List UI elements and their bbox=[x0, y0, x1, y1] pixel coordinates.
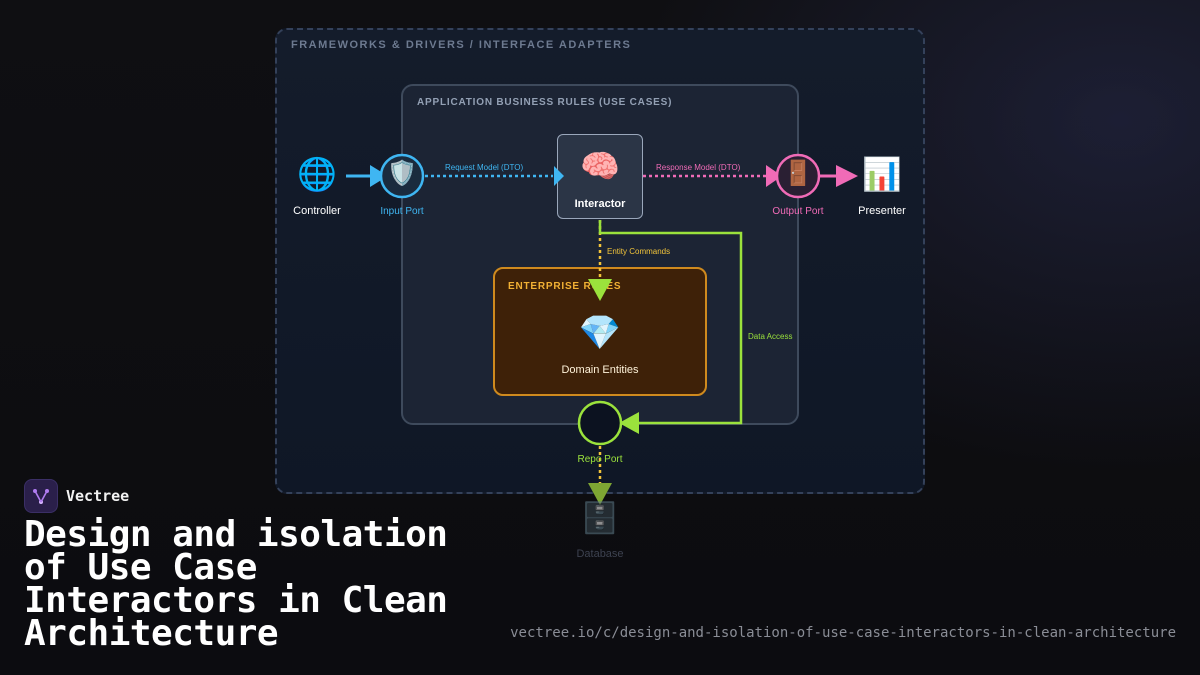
bar-chart-icon: 📊 bbox=[862, 156, 902, 192]
repo-to-database-arrowhead bbox=[588, 483, 612, 505]
page-title: Design and isolation of Use Case Interac… bbox=[24, 514, 448, 654]
vectree-logo-icon bbox=[24, 479, 58, 513]
output-port-circle bbox=[775, 153, 821, 199]
request-model-arrowhead bbox=[554, 166, 564, 186]
input-port-circle bbox=[379, 153, 425, 199]
controller-label: Controller bbox=[293, 205, 341, 217]
data-access-label: Data Access bbox=[748, 332, 793, 341]
door-icon: 🚪 bbox=[783, 160, 813, 187]
brain-icon: 🧠 bbox=[580, 148, 620, 184]
output-to-presenter-arrowhead bbox=[836, 165, 858, 187]
data-access-arrowhead bbox=[619, 412, 639, 434]
globe-icon: 🌐 bbox=[297, 156, 337, 192]
response-model-label: Response Model (DTO) bbox=[656, 163, 741, 172]
entity-commands-arrowhead bbox=[588, 279, 612, 301]
gem-icon: 💎 bbox=[578, 314, 622, 352]
entity-commands-label: Entity Commands bbox=[607, 247, 671, 256]
data-access-path bbox=[598, 220, 743, 425]
repo-port-circle bbox=[577, 400, 623, 446]
file-cabinet-icon: 🗄️ bbox=[581, 502, 619, 535]
enterprise-rules-label: ENTERPRISE RULES bbox=[508, 281, 622, 292]
article-url: vectree.io/c/design-and-isolation-of-use… bbox=[510, 625, 1176, 641]
presenter-label: Presenter bbox=[858, 205, 906, 217]
domain-entities-label: Domain Entities bbox=[561, 364, 639, 376]
brand: Vectree bbox=[24, 479, 129, 513]
frameworks-drivers-label: FRAMEWORKS & DRIVERS / INTERFACE ADAPTER… bbox=[291, 39, 632, 51]
interactor-node: 🧠 Interactor bbox=[557, 134, 643, 219]
database-label: Database bbox=[576, 548, 624, 560]
input-port-label: Input Port bbox=[380, 206, 424, 217]
repo-port-label: Repo Port bbox=[577, 454, 623, 465]
shield-icon: 🛡️ bbox=[387, 160, 417, 187]
controller-to-input-arrowhead bbox=[370, 165, 388, 187]
interactor-label: Interactor bbox=[574, 198, 626, 210]
output-port-label: Output Port bbox=[772, 206, 824, 217]
response-model-arrowhead bbox=[766, 165, 782, 187]
request-model-label: Request Model (DTO) bbox=[445, 163, 524, 172]
brand-name: Vectree bbox=[66, 487, 130, 505]
application-rules-label: APPLICATION BUSINESS RULES (USE CASES) bbox=[417, 97, 673, 108]
